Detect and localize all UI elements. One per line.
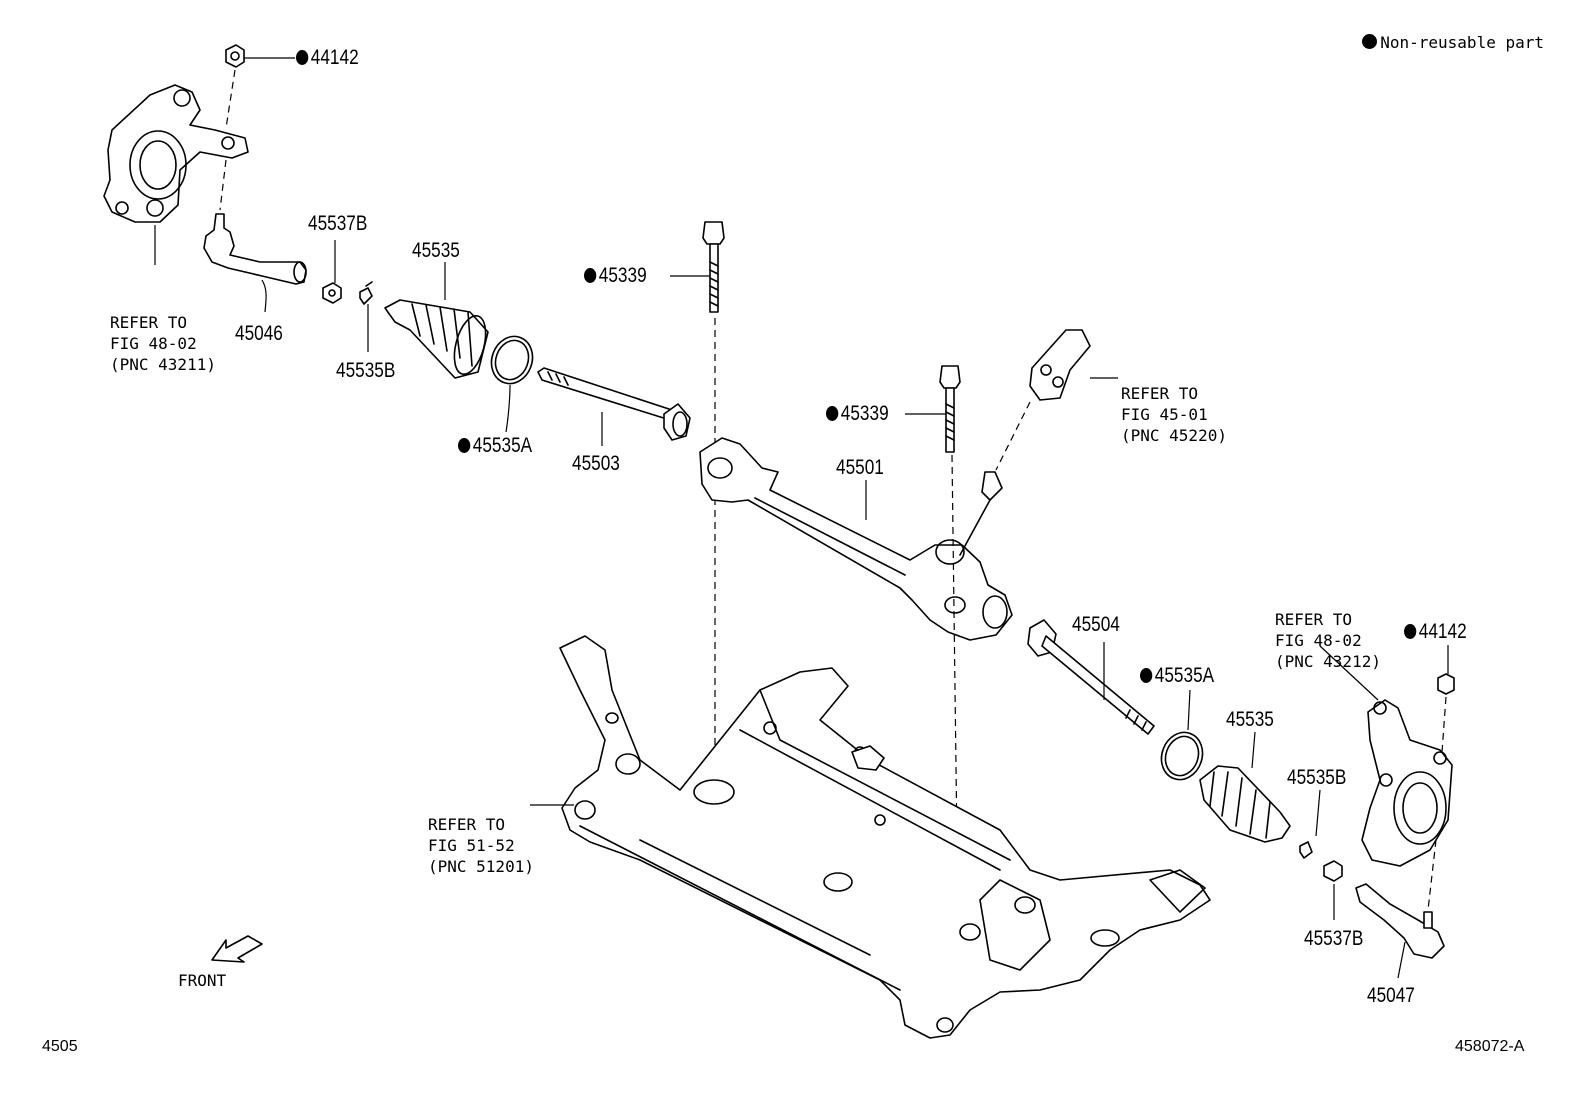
label-45537B-bottom: 45537B bbox=[1304, 927, 1364, 950]
non-reusable-dot-icon bbox=[1404, 624, 1417, 639]
illustration-number: 458072-A bbox=[1455, 1038, 1525, 1055]
label-45047: 45047 bbox=[1367, 984, 1415, 1007]
steering-intermediate-shaft bbox=[981, 329, 1091, 501]
label-44142-top: 44142 bbox=[296, 47, 359, 68]
non-reusable-dot-icon bbox=[1140, 668, 1153, 683]
label-44142-bottom: 44142 bbox=[1404, 621, 1467, 642]
label-45504: 45504 bbox=[1072, 613, 1120, 636]
non-reusable-dot-icon bbox=[458, 438, 471, 453]
nut-45537B-top bbox=[322, 282, 342, 304]
steering-rack-45501 bbox=[699, 437, 1013, 641]
label-45535A-bottom: 45535A bbox=[1140, 665, 1214, 686]
front-arrow-icon bbox=[211, 935, 263, 963]
label-45535B-top: 45535B bbox=[336, 359, 396, 382]
non-reusable-dot-icon bbox=[1362, 34, 1378, 49]
steering-boot-45535-bottom bbox=[1199, 765, 1291, 843]
front-suspension-crossmember bbox=[559, 635, 1211, 1039]
label-45535A-top: 45535A bbox=[458, 435, 532, 456]
legend: Non-reusable part bbox=[1362, 33, 1544, 52]
nut-44142-top bbox=[225, 44, 245, 68]
non-reusable-dot-icon bbox=[296, 50, 309, 65]
label-45535-top: 45535 bbox=[412, 239, 460, 262]
clamp-45535A-bottom bbox=[1160, 731, 1204, 781]
label-45537B-top: 45537B bbox=[308, 212, 368, 235]
label-45046: 45046 bbox=[235, 322, 283, 345]
tie-rod-end-45047 bbox=[1355, 883, 1445, 959]
nut-44142-bottom bbox=[1437, 673, 1455, 695]
label-45339-top: 45339 bbox=[584, 265, 647, 286]
label-45503: 45503 bbox=[572, 452, 620, 475]
label-45535B-bottom: 45535B bbox=[1287, 766, 1347, 789]
label-45501: 45501 bbox=[836, 456, 884, 479]
non-reusable-dot-icon bbox=[584, 268, 597, 283]
clip-45535B-top bbox=[359, 281, 373, 305]
figure-code: 4505 bbox=[42, 1038, 78, 1055]
non-reusable-dot-icon bbox=[826, 406, 839, 421]
clamp-45535A-top bbox=[490, 335, 534, 385]
bolt-45339-mid bbox=[939, 365, 961, 453]
legend-text: Non-reusable part bbox=[1380, 33, 1544, 52]
steering-knuckle-right bbox=[1361, 699, 1453, 867]
front-label: FRONT bbox=[178, 971, 227, 990]
clip-45535B-bottom bbox=[1299, 841, 1313, 859]
steering-knuckle-left bbox=[103, 84, 249, 223]
label-45339-mid: 45339 bbox=[826, 403, 889, 424]
label-45535-bottom: 45535 bbox=[1226, 708, 1274, 731]
nut-45537B-bottom bbox=[1323, 860, 1343, 882]
tie-rod-end-45046 bbox=[203, 213, 307, 285]
tie-rod-45503 bbox=[537, 367, 691, 441]
bolt-45339-top bbox=[702, 221, 725, 313]
tie-rod-45504 bbox=[1027, 619, 1155, 735]
steering-boot-45535-top bbox=[384, 299, 489, 379]
